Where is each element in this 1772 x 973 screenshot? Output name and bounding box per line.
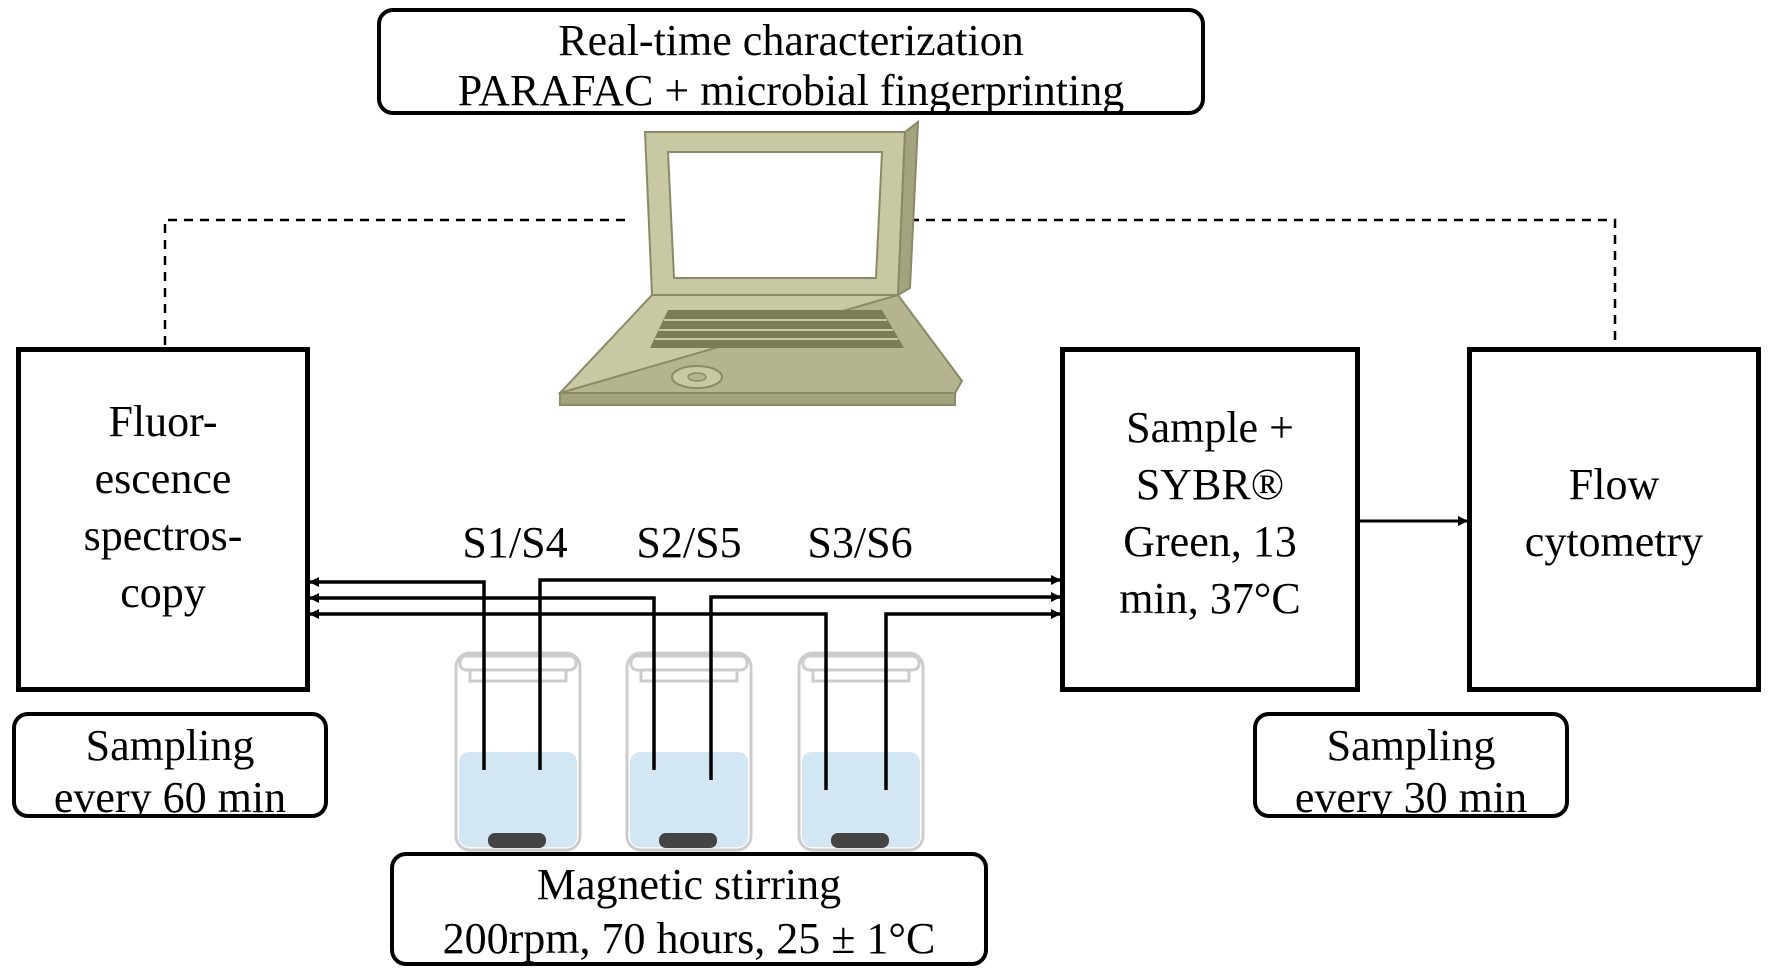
tube-s1-right — [538, 575, 1061, 770]
fluorescence-line-3: spectros- — [83, 510, 243, 560]
bottle-1 — [454, 651, 582, 852]
sampling-left-line-2: every 60 min — [53, 773, 287, 818]
tube-s3-right — [884, 609, 1061, 790]
bottle-3 — [797, 651, 925, 852]
tube-s1-left — [309, 577, 486, 770]
sampling-interval-left-box: Sampling every 60 min — [12, 712, 328, 818]
magnetic-stirring-title: Magnetic stirring — [536, 860, 842, 909]
sampling-left-line-1: Sampling — [85, 721, 255, 770]
laptop-icon — [557, 119, 964, 406]
realtime-characterization-box: Real-time characterization PARAFAC + mic… — [377, 8, 1205, 115]
sample-label-s1-s4: S1/S4 — [462, 518, 568, 567]
sample-staining-line-3: Green, 13 — [1123, 516, 1297, 566]
tube-s2-right — [709, 592, 1061, 780]
flow-cytometry-line-1: Flow — [1568, 459, 1660, 509]
fluorescence-line-1: Fluor- — [108, 396, 218, 446]
sample-staining-line-4: min, 37°C — [1119, 573, 1301, 623]
sample-label-s2-s5: S2/S5 — [636, 518, 742, 567]
tube-s3-left — [309, 609, 828, 790]
sample-staining-box: Sample + SYBR® Green, 13 min, 37°C — [1060, 347, 1360, 692]
dashed-connector-right — [910, 218, 1617, 347]
fluorescence-line-2: escence — [94, 453, 232, 503]
sampling-right-line-1: Sampling — [1326, 721, 1496, 770]
magnetic-stirring-box: Magnetic stirring 200rpm, 70 hours, 25 ±… — [390, 852, 988, 966]
fluorescence-spectroscopy-box: Fluor- escence spectros- copy — [16, 347, 310, 692]
flow-cytometry-line-2: cytometry — [1524, 516, 1704, 566]
sampling-interval-right-box: Sampling every 30 min — [1253, 712, 1569, 818]
sample-staining-line-2: SYBR® — [1135, 459, 1285, 509]
flow-cytometry-box: Flow cytometry — [1467, 347, 1761, 692]
realtime-characterization-subtitle: PARAFAC + microbial fingerprinting — [457, 66, 1125, 115]
fluorescence-line-4: copy — [120, 567, 206, 617]
tube-s2-left — [309, 593, 656, 770]
realtime-characterization-title: Real-time characterization — [558, 16, 1024, 65]
magnetic-stirring-conditions: 200rpm, 70 hours, 25 ± 1°C — [442, 914, 936, 963]
bottle-2 — [625, 651, 753, 852]
dashed-connector-left — [163, 218, 625, 347]
sample-staining-line-1: Sample + — [1126, 402, 1294, 452]
sampling-right-line-2: every 30 min — [1294, 773, 1528, 818]
sample-label-s3-s6: S3/S6 — [807, 518, 913, 567]
